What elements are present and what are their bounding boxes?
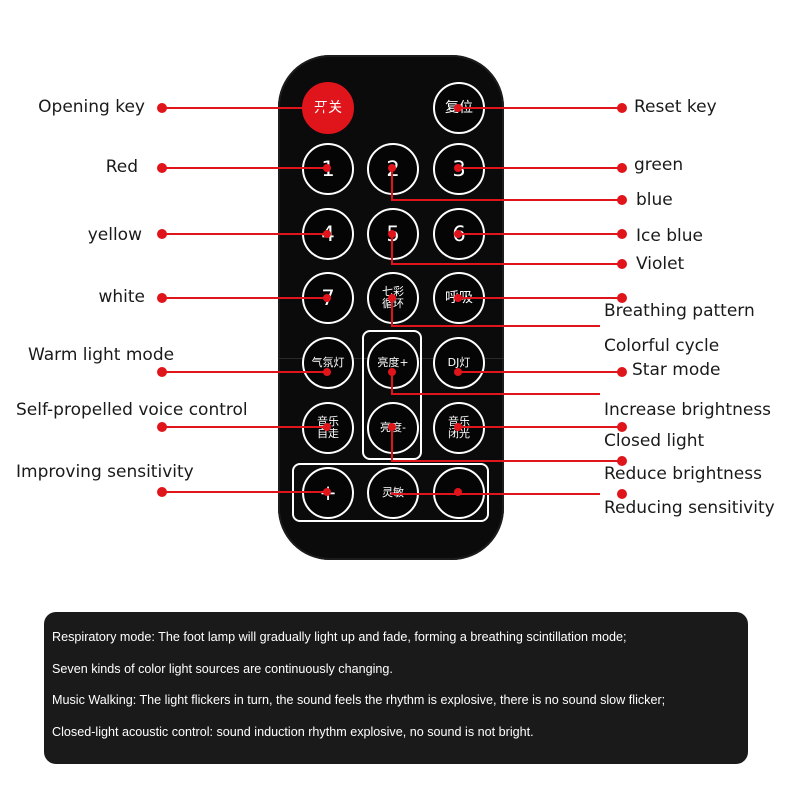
label-green: green — [634, 155, 684, 175]
label-star-mode: Star mode — [632, 360, 721, 380]
label-opening-key: Opening key — [38, 97, 145, 117]
label-red: Red — [105, 157, 138, 177]
dj-light-button[interactable]: DJ灯 — [433, 337, 485, 389]
label-self-propelled-voice-control: Self-propelled voice control — [16, 400, 248, 420]
label-closed-light: Closed light — [604, 431, 705, 451]
label-white: white — [98, 287, 145, 307]
label-colorful-cycle: Colorful cycle — [604, 336, 720, 356]
label-reset-key: Reset key — [634, 97, 717, 117]
brightness-up-button[interactable]: 亮度+ — [367, 337, 419, 389]
label-warm-light-mode: Warm light mode — [28, 345, 175, 365]
label-reducing-sensitivity: Reducing sensitivity — [604, 498, 775, 518]
label-yellow: yellow — [87, 225, 142, 245]
description-line: Music Walking: The light flickers in tur… — [52, 693, 666, 707]
label-reduce-brightness: Reduce brightness — [604, 464, 762, 484]
label-ice-blue: Ice blue — [636, 226, 703, 246]
description-panel: Respiratory mode: The foot lamp will gra… — [44, 612, 748, 764]
label-increase-brightness: Increase brightness — [604, 400, 772, 420]
description-line: Seven kinds of color light sources are c… — [52, 661, 393, 676]
description-line: Respiratory mode: The foot lamp will gra… — [52, 630, 627, 644]
label-breathing-pattern: Breathing pattern — [604, 301, 755, 321]
label-improving-sensitivity: Improving sensitivity — [16, 462, 194, 482]
label-blue: blue — [636, 190, 673, 210]
description-line: Closed-light acoustic control: sound ind… — [52, 724, 534, 739]
label-violet: Violet — [636, 254, 685, 274]
ambient-light-button[interactable]: 气氛灯 — [302, 337, 354, 389]
